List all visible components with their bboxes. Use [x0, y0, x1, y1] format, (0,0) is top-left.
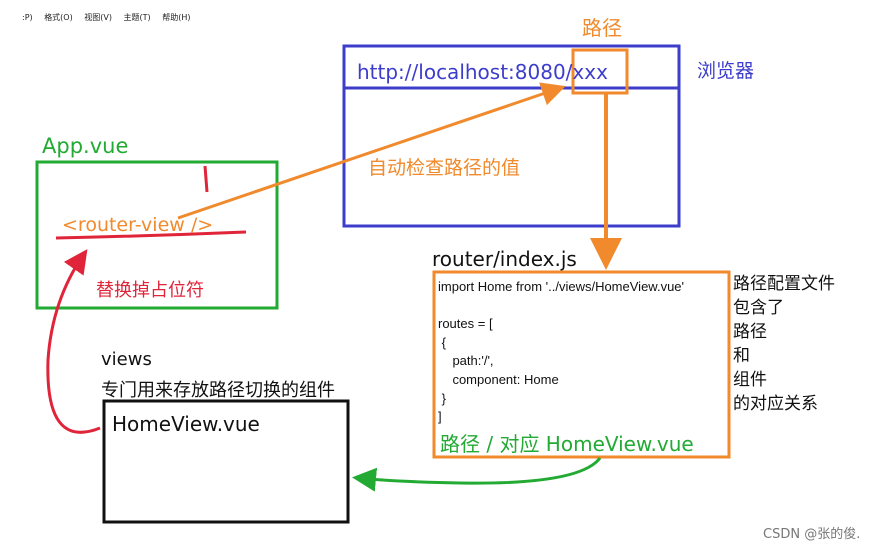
browser-window-box: [342, 44, 681, 228]
menu-item-view[interactable]: 视图(V): [84, 13, 112, 22]
browser-url: http://localhost:8080/xxx: [357, 60, 608, 84]
views-homeview-box: [102, 399, 350, 524]
description-line: 组件: [733, 370, 767, 390]
views-title: views: [101, 349, 152, 370]
red-tick-mark: [203, 165, 209, 193]
router-description: 路径配置文件 包含了 路径 和 组件 的对应关系: [733, 272, 835, 416]
path-highlight-box: [571, 48, 629, 95]
menubar: :P) 格式(O) 视图(V) 主题(T) 帮助(H): [22, 12, 200, 23]
auto-check-text: 自动检查路径的值: [368, 157, 521, 179]
route-mapping-text: 路径 / 对应 HomeView.vue: [440, 432, 694, 456]
menu-item-theme[interactable]: 主题(T): [123, 13, 151, 22]
code-line: }: [438, 390, 446, 406]
app-vue-title: App.vue: [42, 134, 129, 158]
code-line: {: [438, 334, 446, 350]
homeview-component: HomeView.vue: [112, 412, 260, 436]
description-line: 和: [733, 346, 750, 366]
router-index-box: [432, 270, 731, 459]
arrow-mapping-to-views: [352, 457, 602, 492]
red-underline: [55, 230, 247, 240]
router-code: import Home from '../views/HomeView.vue'…: [438, 278, 684, 427]
code-line: routes = [: [438, 316, 493, 332]
menu-item-p[interactable]: :P): [22, 13, 33, 22]
menu-item-help[interactable]: 帮助(H): [162, 13, 191, 22]
browser-label: 浏览器: [697, 60, 755, 82]
code-line: component: Home: [438, 371, 559, 387]
app-vue-box: [35, 160, 279, 310]
arrow-router-view-to-path: [177, 82, 566, 220]
description-line: 路径配置文件: [733, 274, 835, 294]
router-view-tag: <router-view />: [62, 214, 214, 236]
arrow-views-to-router-view: [46, 249, 101, 434]
code-line: ]: [438, 409, 442, 425]
router-index-title: router/index.js: [432, 247, 577, 271]
code-line: [438, 297, 684, 316]
path-label: 路径: [582, 16, 622, 40]
description-line: 包含了: [733, 298, 784, 318]
description-line: 路径: [733, 322, 767, 342]
replace-placeholder-text: 替换掉占位符: [96, 280, 204, 301]
menu-item-format[interactable]: 格式(O): [44, 13, 73, 22]
csdn-watermark: CSDN @张的俊.: [763, 527, 861, 542]
description-line: 的对应关系: [733, 394, 818, 414]
code-line: path:'/',: [438, 353, 494, 369]
views-description: 专门用来存放路径切换的组件: [101, 380, 335, 401]
code-line: import Home from '../views/HomeView.vue': [438, 279, 685, 294]
